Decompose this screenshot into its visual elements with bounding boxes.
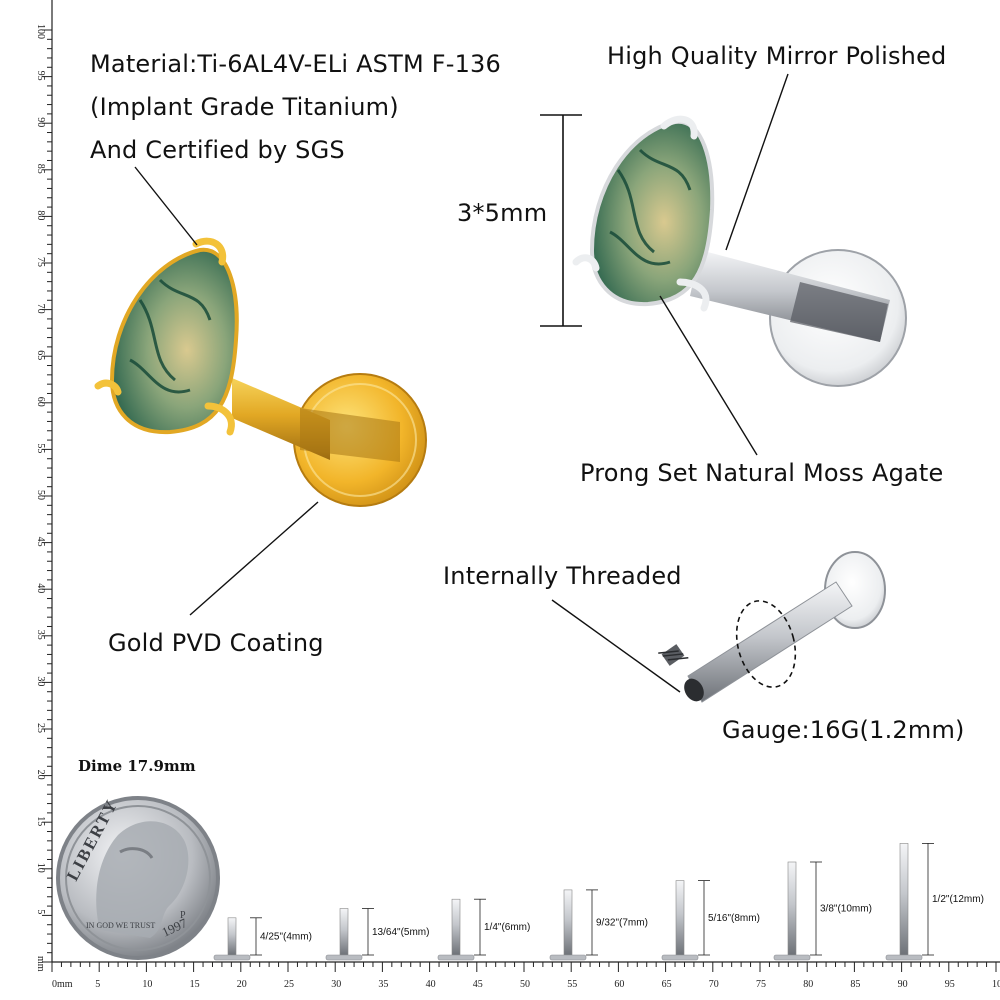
left-ruler-label: 5	[35, 909, 46, 914]
left-ruler-label: 30	[35, 676, 46, 686]
post-shaft	[227, 917, 237, 956]
left-ruler-label: 10	[35, 863, 46, 873]
post-disc	[885, 954, 923, 961]
post-shaft	[899, 843, 909, 956]
post-shaft	[451, 898, 461, 956]
size-post: 5/16"(8mm)	[661, 880, 760, 961]
bottom-ruler-label: 85	[850, 979, 860, 990]
left-ruler-label: 75	[35, 257, 46, 267]
threaded-post	[658, 551, 886, 703]
bottom-ruler-label: 45	[473, 979, 483, 990]
left-ruler-label: 65	[35, 350, 46, 360]
size-post: 1/4"(6mm)	[437, 898, 530, 961]
bottom-ruler-label: 100	[992, 979, 1000, 990]
left-ruler-label: 60	[35, 397, 46, 407]
size-post: 4/25"(4mm)	[213, 917, 312, 961]
dimension-label: 3*5mm	[457, 199, 548, 227]
callout-lines	[134, 73, 789, 693]
size-label: 4/25"(4mm)	[260, 931, 312, 942]
post-shaft	[675, 880, 685, 956]
left-ruler-label: 90	[35, 117, 46, 127]
bottom-ruler-label: 50	[520, 979, 530, 990]
bottom-ruler-label: 20	[237, 979, 247, 990]
dime-caption: Dime 17.9mm	[78, 757, 196, 775]
left-ruler-label: 70	[35, 304, 46, 314]
bottom-ruler-label: 75	[756, 979, 766, 990]
left-ruler-label: 40	[35, 583, 46, 593]
left-ruler-label: 55	[35, 443, 46, 453]
prong-set-label: Prong Set Natural Moss Agate	[580, 459, 944, 487]
size-label: 5/16"(8mm)	[708, 913, 760, 924]
dime-motto-text: IN GOD WE TRUST	[86, 921, 155, 930]
left-ruler-label: 25	[35, 723, 46, 733]
bottom-ruler-label: 55	[567, 979, 577, 990]
left-ruler-label: 85	[35, 164, 46, 174]
post-disc	[661, 954, 699, 961]
bottom-ruler-label: 70	[709, 979, 719, 990]
left-ruler-label: 45	[35, 537, 46, 547]
post-shaft	[339, 908, 349, 956]
measurement-rulers: 0mm 5 10 15 20 25 30 35 40 45 50 55 60 65 70 75 80 85 90 95…	[35, 0, 1000, 990]
post-disc	[213, 954, 251, 961]
silver-labret-stud	[572, 115, 907, 387]
threaded-screw-icon	[658, 644, 689, 666]
post-size-lineup: 4/25"(4mm) 13/64"(5mm) 1/4"(6mm) 9/32"(7mm)…	[213, 843, 984, 961]
left-ruler-label: 20	[35, 770, 46, 780]
bottom-ruler-label: 0mm	[52, 979, 73, 990]
left-ruler-label: 50	[35, 490, 46, 500]
size-post: 3/8"(10mm)	[773, 861, 872, 961]
post-shaft	[787, 861, 797, 956]
size-post: 1/2"(12mm)	[885, 843, 984, 961]
size-label: 13/64"(5mm)	[372, 927, 429, 938]
material-line-3: And Certified by SGS	[90, 136, 345, 164]
left-ruler-label: 100	[35, 24, 46, 39]
left-ruler-label: 15	[35, 816, 46, 826]
bottom-ruler-label: 10	[142, 979, 152, 990]
bottom-ruler-label: 40	[426, 979, 436, 990]
left-ruler-label: mm	[35, 956, 46, 972]
bottom-ruler-label: 95	[945, 979, 955, 990]
bottom-ruler-label: 15	[190, 979, 200, 990]
left-ruler-ticks: mm 5 10 15 20 25 30 35 40 45 50 55 60 65 70 75 80 85 90 95 1…	[35, 24, 52, 972]
size-label: 9/32"(7mm)	[596, 917, 648, 928]
size-label: 3/8"(10mm)	[820, 904, 872, 915]
size-label: 1/4"(6mm)	[484, 922, 530, 933]
left-ruler-label: 35	[35, 630, 46, 640]
gold-coating-label: Gold PVD Coating	[108, 629, 324, 657]
bottom-ruler-label: 80	[803, 979, 813, 990]
dimension-bracket	[540, 114, 582, 327]
size-post: 13/64"(5mm)	[325, 908, 429, 961]
mirror-polished-label: High Quality Mirror Polished	[607, 42, 947, 70]
bottom-ruler-label: 35	[378, 979, 388, 990]
post-disc	[325, 954, 363, 961]
post-disc	[549, 954, 587, 961]
post-disc	[437, 954, 475, 961]
post-shaft	[563, 889, 573, 956]
bottom-ruler-ticks: 0mm 5 10 15 20 25 30 35 40 45 50 55 60 65 70 75 80 85 90 95…	[51, 962, 1000, 990]
bottom-ruler-label: 90	[898, 979, 908, 990]
material-line-2: (Implant Grade Titanium)	[90, 93, 399, 121]
left-ruler-label: 80	[35, 210, 46, 220]
internally-threaded-label: Internally Threaded	[443, 562, 682, 590]
bottom-ruler-label: 5	[95, 979, 100, 990]
dime-mint-mark: P	[180, 910, 186, 921]
left-ruler-label: 95	[35, 71, 46, 81]
bottom-ruler-label: 65	[662, 979, 672, 990]
gold-labret-stud	[94, 237, 427, 507]
size-post: 9/32"(7mm)	[549, 889, 648, 961]
post-disc	[773, 954, 811, 961]
gauge-label: Gauge:16G(1.2mm)	[722, 716, 965, 744]
material-line-1: Material:Ti-6AL4V-ELi ASTM F-136	[90, 50, 501, 78]
bottom-ruler-label: 60	[614, 979, 624, 990]
dime-coin: LIBERTY IN GOD WE TRUST 1997 P	[56, 796, 220, 960]
size-label: 1/2"(12mm)	[932, 894, 984, 905]
bottom-ruler-label: 25	[284, 979, 294, 990]
bottom-ruler-label: 30	[331, 979, 341, 990]
